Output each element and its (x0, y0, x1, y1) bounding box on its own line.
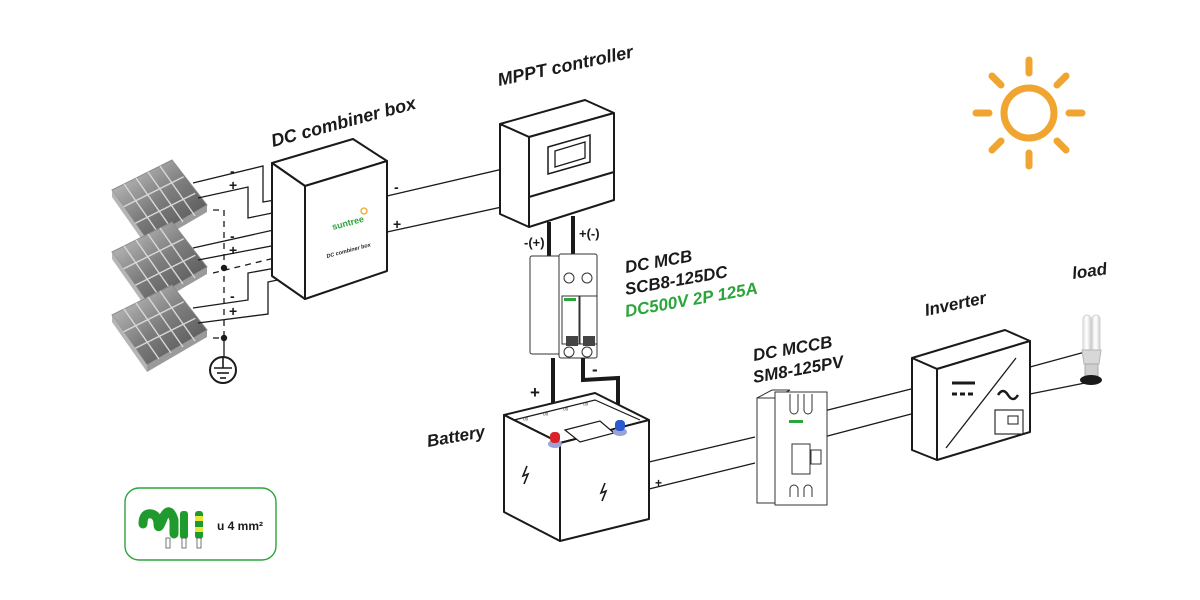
cable-icon (138, 507, 203, 549)
battery-icon: ᵒᵒ ᵒᵒ ᵒᵒ ᵒᵒ (503, 392, 650, 542)
label-load: load (1071, 259, 1109, 283)
inverter (911, 329, 1031, 461)
solar-panel-array (111, 159, 208, 373)
svg-text:ᵒᵒ: ᵒᵒ (523, 417, 529, 424)
minus-sign: - (592, 360, 598, 379)
plus-sign: + (229, 177, 237, 193)
minus-sign: - (230, 288, 235, 304)
dc-mccb-breaker (756, 389, 828, 506)
svg-text:ᵒᵒ: ᵒᵒ (563, 407, 569, 414)
label-dc-mccb: DC MCCB SM8-125PV (751, 332, 846, 387)
plus-sign: + (530, 383, 540, 402)
label-battery: Battery (425, 422, 488, 451)
ground-icon (209, 356, 237, 384)
mppt-polarity-left: -(+) (524, 235, 545, 250)
minus-sign: - (230, 163, 235, 179)
plus-sign: + (229, 303, 237, 319)
label-inverter: Inverter (923, 288, 989, 320)
solar-panel-icon (111, 284, 208, 373)
panel-polarity-signs: - + - + - + (229, 163, 237, 319)
plus-sign: + (393, 216, 401, 232)
label-mppt-controller: MPPT controller (496, 41, 636, 89)
cable-legend: u 4 mm² (124, 487, 277, 561)
svg-text:ᵒᵒ: ᵒᵒ (543, 412, 549, 419)
dc-combiner-box: suntree DC combiner box (271, 138, 388, 300)
dc-mcb-breaker (529, 253, 598, 359)
mppt-controller (499, 99, 615, 228)
mppt-polarity-right: +(-) (579, 226, 600, 241)
sun-icon (972, 56, 1086, 170)
cable-size-label: u 4 mm² (217, 519, 263, 533)
plus-sign: + (229, 242, 237, 258)
plus-sign: + (655, 476, 662, 490)
minus-sign: - (230, 228, 235, 244)
combiner-mppt-wiring: - + (386, 164, 521, 233)
lightbulb-icon (1080, 314, 1102, 385)
label-dc-mcb: DC MCB SCB8-125DC DC500V 2P 125A (623, 246, 759, 321)
minus-sign: - (394, 179, 399, 195)
ac-wave-icon (996, 389, 1020, 401)
svg-text:ᵒᵒ: ᵒᵒ (583, 402, 589, 409)
